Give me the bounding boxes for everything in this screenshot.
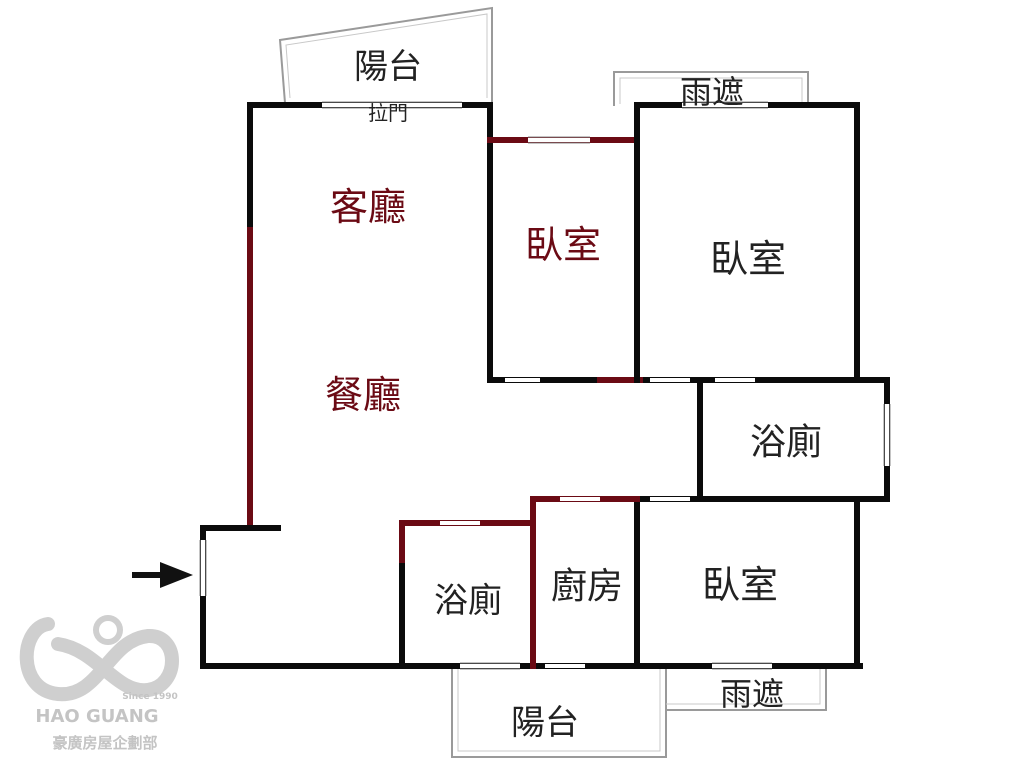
logo-company-text: 豪廣房屋企劃部	[52, 734, 157, 752]
balcony-top-outline	[278, 6, 493, 104]
bedroom-2-label: 臥室	[710, 237, 786, 281]
living-room-label: 客廳	[330, 185, 406, 229]
canopy-top-label: 雨遮	[680, 73, 744, 111]
balcony-top-label: 陽台	[354, 47, 422, 87]
canopy-bottom-label: 雨遮	[720, 675, 784, 713]
logo-brand-text: HAO GUANG	[35, 706, 158, 727]
dining-room-label: 餐廳	[325, 373, 401, 417]
hao-guang-logo-icon: Since 1990 HAO GUANG 豪廣房屋企劃部	[19, 615, 179, 752]
balcony-bottom-label: 陽台	[511, 703, 579, 743]
balcony-bottom-outline	[451, 666, 667, 758]
bedroom-1-label: 臥室	[525, 223, 601, 267]
walls	[200, 102, 890, 669]
canopy-top-outline	[613, 71, 809, 106]
bathroom-left-label: 浴廁	[434, 581, 502, 621]
entrance-arrow-icon	[132, 562, 193, 588]
sliding-door-label: 拉門	[368, 101, 408, 125]
window-openings	[199, 101, 891, 670]
logo-since-text: Since 1990	[122, 692, 178, 702]
bedroom-3-label: 臥室	[702, 563, 778, 607]
bathroom-right-label: 浴廁	[750, 422, 822, 463]
canopy-bottom-outline	[666, 666, 827, 711]
kitchen-label: 廚房	[551, 566, 623, 607]
